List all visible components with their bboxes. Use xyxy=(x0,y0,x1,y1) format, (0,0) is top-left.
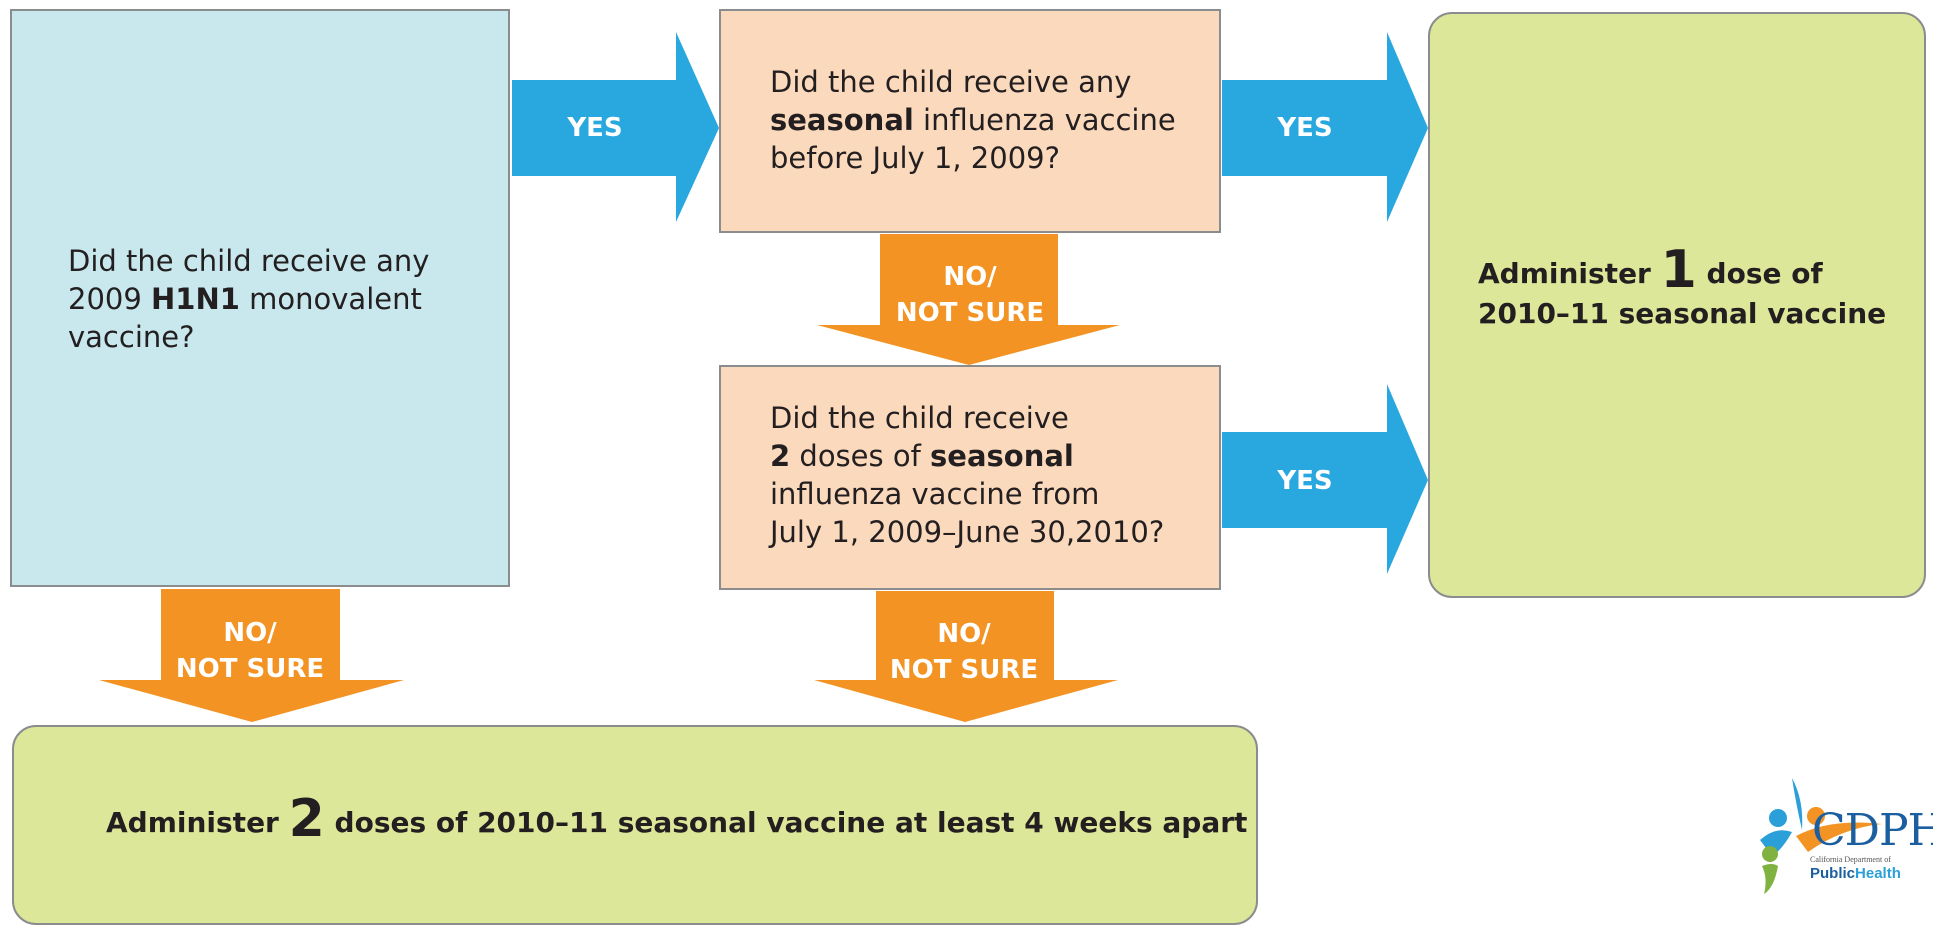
q1-line2: 2009 H1N1 monovalent xyxy=(68,280,429,318)
yes-arrow-q2-to-result1 xyxy=(1222,32,1428,222)
q1-h1n1-bold: H1N1 xyxy=(151,282,240,316)
yes-label-2: YES xyxy=(1277,113,1333,143)
no-arrow-q1-to-result2 xyxy=(99,589,404,722)
yes-arrow-q3-to-result1 xyxy=(1222,384,1428,574)
result2-post: doses of 2010–11 seasonal vaccine at lea… xyxy=(324,806,1248,839)
one-dose-result-text: Administer 1 dose of 2010–11 seasonal va… xyxy=(1478,244,1887,334)
logo-health: Health xyxy=(1855,865,1901,882)
people-figures-icon xyxy=(1760,778,1882,894)
seasonal-before-2009-question-text: Did the child receive any seasonal influ… xyxy=(770,63,1176,177)
no-label-q1: NO/ NOT SURE xyxy=(150,615,350,687)
result1-number: 1 xyxy=(1660,240,1697,300)
h1n1-question-box xyxy=(10,9,510,587)
q3-seasonal-bold: seasonal xyxy=(930,439,1074,473)
yes-label-1: YES xyxy=(567,113,623,143)
q1-line1: Did the child receive any xyxy=(68,244,430,278)
q2-line3: before July 1, 2009? xyxy=(770,141,1060,175)
logo-public: Public xyxy=(1810,865,1856,882)
one-dose-result-box xyxy=(1428,12,1926,598)
q2-line2: seasonal influenza vaccine xyxy=(770,101,1176,139)
no-label-q2: NO/ NOT SURE xyxy=(870,259,1070,331)
yes-arrow-q1-to-q2 xyxy=(512,32,719,222)
no-label-line1: NO/ xyxy=(937,619,991,649)
h1n1-question-text: Did the child receive any 2009 H1N1 mono… xyxy=(68,242,429,356)
logo-subtitle: California Department of xyxy=(1810,855,1891,864)
no-label-line1: NO/ xyxy=(943,262,997,292)
no-label-line2: NOT SURE xyxy=(889,655,1039,685)
result2-number: 2 xyxy=(288,789,325,849)
q3-line1: Did the child receive xyxy=(770,401,1069,435)
yes-label-3: YES xyxy=(1277,466,1333,496)
result2-pre: Administer xyxy=(106,806,289,839)
two-doses-question-text: Did the child receive 2 doses of seasona… xyxy=(770,399,1164,551)
q2-seasonal-bold: seasonal xyxy=(770,103,914,137)
no-label-line2: NOT SURE xyxy=(175,654,325,684)
q1-line2-pre: 2009 xyxy=(68,282,152,316)
two-doses-question-box xyxy=(719,365,1221,590)
no-label-q3: NO/ NOT SURE xyxy=(864,616,1064,688)
two-doses-result-text: Administer 2 doses of 2010–11 seasonal v… xyxy=(106,793,1248,845)
q2-line1: Did the child receive any xyxy=(770,65,1132,99)
q1-line3: vaccine? xyxy=(68,320,195,354)
q2-line2-post: influenza vaccine xyxy=(913,103,1176,137)
q3-line2: 2 doses of seasonal xyxy=(770,437,1164,475)
cdph-logo: CDPH California Department of PublicHeal… xyxy=(1752,770,1933,905)
result1-post: dose of xyxy=(1696,257,1823,290)
q3-line3: influenza vaccine from xyxy=(770,477,1100,511)
q3-two-bold: 2 xyxy=(770,439,791,473)
result1-line2: 2010–11 seasonal vaccine xyxy=(1478,297,1887,330)
seasonal-before-2009-question-box xyxy=(719,9,1221,233)
logo-letters: CDPH xyxy=(1812,805,1933,856)
no-arrow-q3-to-result2 xyxy=(814,591,1118,722)
no-label-line2: NOT SURE xyxy=(895,298,1045,328)
result1-pre: Administer xyxy=(1478,257,1661,290)
q1-line2-post: monovalent xyxy=(239,282,422,316)
q3-line4: July 1, 2009–June 30,2010? xyxy=(770,515,1165,549)
no-arrow-q2-to-q3 xyxy=(817,234,1120,365)
result1-line1: Administer 1 dose of xyxy=(1478,244,1886,296)
no-label-line1: NO/ xyxy=(223,618,277,648)
logo-public-health: PublicHealth xyxy=(1810,865,1901,882)
q3-line2-mid: doses of xyxy=(790,439,931,473)
two-doses-result-box xyxy=(12,725,1258,925)
